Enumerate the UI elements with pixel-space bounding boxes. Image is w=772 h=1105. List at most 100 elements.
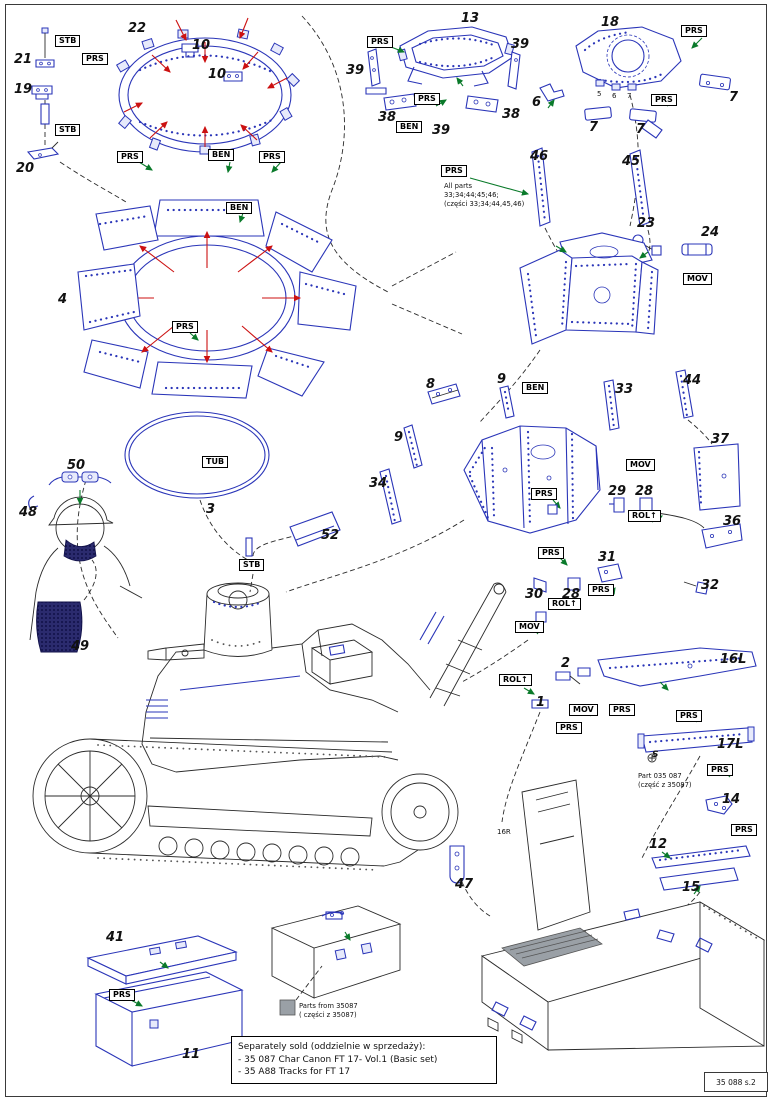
parts-12-15: [651, 845, 751, 895]
sheet-code: 35 088 s.2: [704, 1072, 768, 1092]
part-number-41: 41: [106, 930, 125, 945]
part-number-11: 11: [182, 1047, 201, 1062]
process-label-prs: PRS: [731, 824, 757, 837]
cupola-ring-assembly: [365, 26, 521, 113]
part-number-4: 4: [58, 292, 68, 307]
note-parts-from: Parts from 35087( części z 35087): [299, 1002, 358, 1020]
annotation-16r: 16R: [497, 828, 511, 836]
strip-46: [531, 147, 551, 227]
process-label-prs: PRS: [531, 488, 557, 501]
part-number-19: 19: [14, 82, 33, 97]
process-label-prs: PRS: [441, 165, 467, 178]
fender-17L: [637, 726, 755, 753]
process-label-stb: STB: [55, 124, 81, 137]
part-number-6: 6: [532, 95, 542, 110]
fender-16L: [597, 647, 757, 687]
part-4-panel: [77, 263, 141, 331]
part-number-21: 21: [14, 52, 33, 67]
annotation-7: 7: [627, 92, 632, 100]
process-label-prs: PRS: [681, 25, 707, 38]
process-label-prs: PRS: [117, 151, 143, 164]
annotation-6: 6: [612, 92, 617, 100]
part-number-8: 8: [426, 377, 436, 392]
part-number-22: 22: [128, 21, 147, 36]
parts-21-19-20: [26, 27, 60, 160]
separately-sold-line: Separately sold (oddzielnie w sprzedaży)…: [238, 1042, 426, 1052]
note-line: 33;34;44;45;46;: [444, 190, 499, 199]
note-line: (części 33;34;44,45,46): [444, 199, 525, 208]
process-label-mov: MOV: [683, 273, 712, 286]
separately-sold-line: - 35 A88 Tracks for FT 17: [238, 1067, 351, 1078]
note-line: ( części z 35087): [299, 1010, 357, 1019]
part-number-37: 37: [711, 432, 730, 447]
process-label-prs: PRS: [676, 710, 702, 723]
process-label-prs: PRS: [82, 53, 108, 66]
bracket-cluster-29-28-30-31-32: [533, 497, 709, 635]
process-label-ben: BEN: [226, 202, 253, 215]
turret-roof-assembly: [539, 26, 731, 139]
strips-9-33-44-34: [379, 369, 694, 525]
hook-part-48: [28, 495, 39, 509]
part-number-39: 39: [346, 63, 365, 78]
part-number-2: 2: [561, 656, 571, 671]
note-line: Parts from 35087: [299, 1002, 358, 1010]
goggles-part-50: [48, 471, 112, 486]
part-number-49: 49: [71, 639, 90, 654]
part-number-39: 39: [432, 123, 451, 138]
part-37-plate: [693, 443, 741, 511]
driver-figure: [28, 471, 143, 653]
part-number-32: 32: [701, 578, 720, 593]
process-label-prs: PRS: [588, 584, 614, 597]
part-number-23: 23: [637, 216, 656, 231]
process-label-prs: PRS: [556, 722, 582, 735]
turret-shell-assembly: [519, 232, 659, 345]
part-number-33: 33: [615, 382, 634, 397]
annotation-5: 5: [597, 90, 602, 98]
part-number-9: 9: [394, 430, 404, 445]
part-number-47: 47: [455, 877, 474, 892]
part-number-1: 1: [536, 695, 546, 710]
process-label-stb: STB: [55, 35, 81, 48]
process-label-prs: PRS: [172, 321, 198, 334]
part-number-34: 34: [369, 476, 388, 491]
part-number-38: 38: [378, 110, 397, 125]
part-36-plate: [651, 515, 743, 549]
part-number-46: 46: [530, 149, 549, 164]
process-label-prs: PRS: [707, 764, 733, 777]
star-panel-assembly: [83, 199, 357, 399]
process-label-ben: BEN: [396, 121, 423, 134]
part-number-48: 48: [19, 505, 38, 520]
part-number-7: 7: [636, 122, 646, 137]
toolbox-body-11: [94, 971, 244, 1067]
process-label-prs: PRS: [651, 94, 677, 107]
part-3-ring: [124, 411, 270, 499]
part-number-13: 13: [461, 11, 480, 26]
part-number-45: 45: [622, 154, 641, 169]
part-number-3: 3: [206, 502, 216, 517]
process-label-prs: PRS: [259, 151, 285, 164]
process-label-rol: ROL↑: [628, 510, 661, 523]
hull-rear-assembly: [480, 779, 766, 1051]
process-label-rol: ROL↑: [548, 598, 581, 611]
separately-sold-box: Separately sold (oddzielnie w sprzedaży)…: [231, 1036, 497, 1084]
part-number-14: 14: [722, 792, 741, 807]
toolbox-assembled: [270, 905, 402, 999]
turret-shell-lower: [463, 425, 601, 534]
process-label-prs: PRS: [367, 36, 393, 49]
part-number-17l: 17L: [717, 737, 744, 752]
part-number-10: 10: [192, 38, 211, 53]
part-number-9: 9: [497, 372, 507, 387]
sheet-border: [5, 4, 767, 1097]
part-24: [681, 243, 713, 256]
grey-part-swatch: [279, 999, 296, 1016]
stb-strip: [245, 537, 253, 557]
note-leader-arrow: [469, 177, 530, 196]
note-line: (część z 35087): [638, 780, 692, 789]
part-number-28: 28: [635, 484, 654, 499]
part-number-18: 18: [601, 15, 620, 30]
part-number-38: 38: [502, 107, 521, 122]
process-label-prs: PRS: [538, 547, 564, 560]
